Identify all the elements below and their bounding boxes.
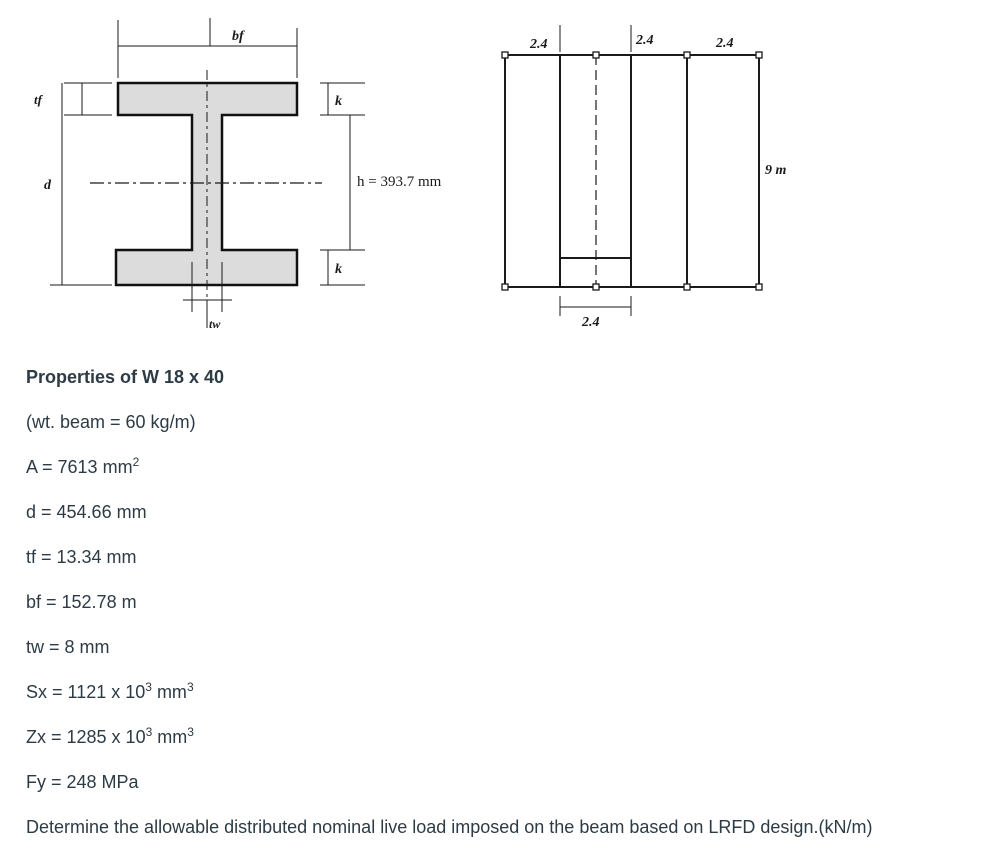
top-span-label-3: 2.4 bbox=[715, 36, 734, 51]
area-value: A = 7613 mm2 bbox=[26, 456, 139, 478]
plan-nodes bbox=[501, 51, 763, 291]
bottom-span-label: 2.4 bbox=[581, 315, 600, 330]
node bbox=[683, 51, 691, 59]
zx-exp1: 3 bbox=[145, 725, 153, 739]
flange-width-value: bf = 152.78 m bbox=[26, 592, 137, 612]
node bbox=[501, 283, 509, 291]
sx-exp2: 3 bbox=[186, 680, 194, 694]
k-top-label: k bbox=[335, 94, 342, 109]
node bbox=[755, 51, 763, 59]
zx-exp2: 3 bbox=[187, 725, 194, 739]
depth-value: d = 454.66 mm bbox=[26, 502, 147, 522]
w-section-labels: bf tf d k k tw h = 393.7 mm bbox=[34, 29, 442, 331]
bf-label: bf bbox=[232, 29, 245, 44]
properties-title: Properties of W 18 x 40 bbox=[26, 367, 225, 387]
top-span-label-1: 2.4 bbox=[529, 37, 548, 52]
plastic-modulus-value: Zx = 1285 x 103 mm3 bbox=[26, 726, 194, 748]
k-bottom-label: k bbox=[335, 262, 342, 277]
tw-label: tw bbox=[209, 317, 221, 331]
d-label: d bbox=[44, 178, 52, 193]
question-text: Determine the allowable distributed nomi… bbox=[26, 817, 873, 837]
sx-unit: mm bbox=[151, 682, 187, 702]
w-section-diagram bbox=[50, 18, 365, 328]
node bbox=[683, 283, 691, 291]
web-thickness-value: tw = 8 mm bbox=[26, 637, 110, 657]
area-exponent: 2 bbox=[132, 455, 140, 469]
section-modulus-value: Sx = 1121 x 103 mm3 bbox=[26, 681, 194, 703]
floor-plan-labels: 2.4 2.4 2.4 9 m 2.4 bbox=[529, 33, 787, 330]
sx-text: Sx = 1121 x 10 bbox=[26, 682, 146, 702]
top-span-label-2: 2.4 bbox=[635, 33, 654, 48]
zx-text: Zx = 1285 x 10 bbox=[26, 727, 146, 747]
flange-thickness-value: tf = 13.34 mm bbox=[26, 547, 137, 567]
floor-plan-diagram bbox=[501, 25, 763, 316]
node bbox=[592, 51, 600, 59]
node bbox=[592, 283, 600, 291]
figure: bf tf d k k tw h = 393.7 mm bbox=[34, 18, 787, 331]
area-text: A = 7613 mm bbox=[26, 457, 133, 477]
sx-exp1: 3 bbox=[145, 680, 152, 694]
height-label: 9 m bbox=[765, 163, 787, 178]
node bbox=[501, 51, 509, 59]
zx-unit: mm bbox=[152, 727, 188, 747]
tf-label: tf bbox=[34, 92, 44, 107]
h-label: h = 393.7 mm bbox=[357, 174, 442, 190]
node bbox=[755, 283, 763, 291]
yield-strength-value: Fy = 248 MPa bbox=[26, 772, 139, 792]
beam-weight: (wt. beam = 60 kg/m) bbox=[26, 412, 196, 432]
